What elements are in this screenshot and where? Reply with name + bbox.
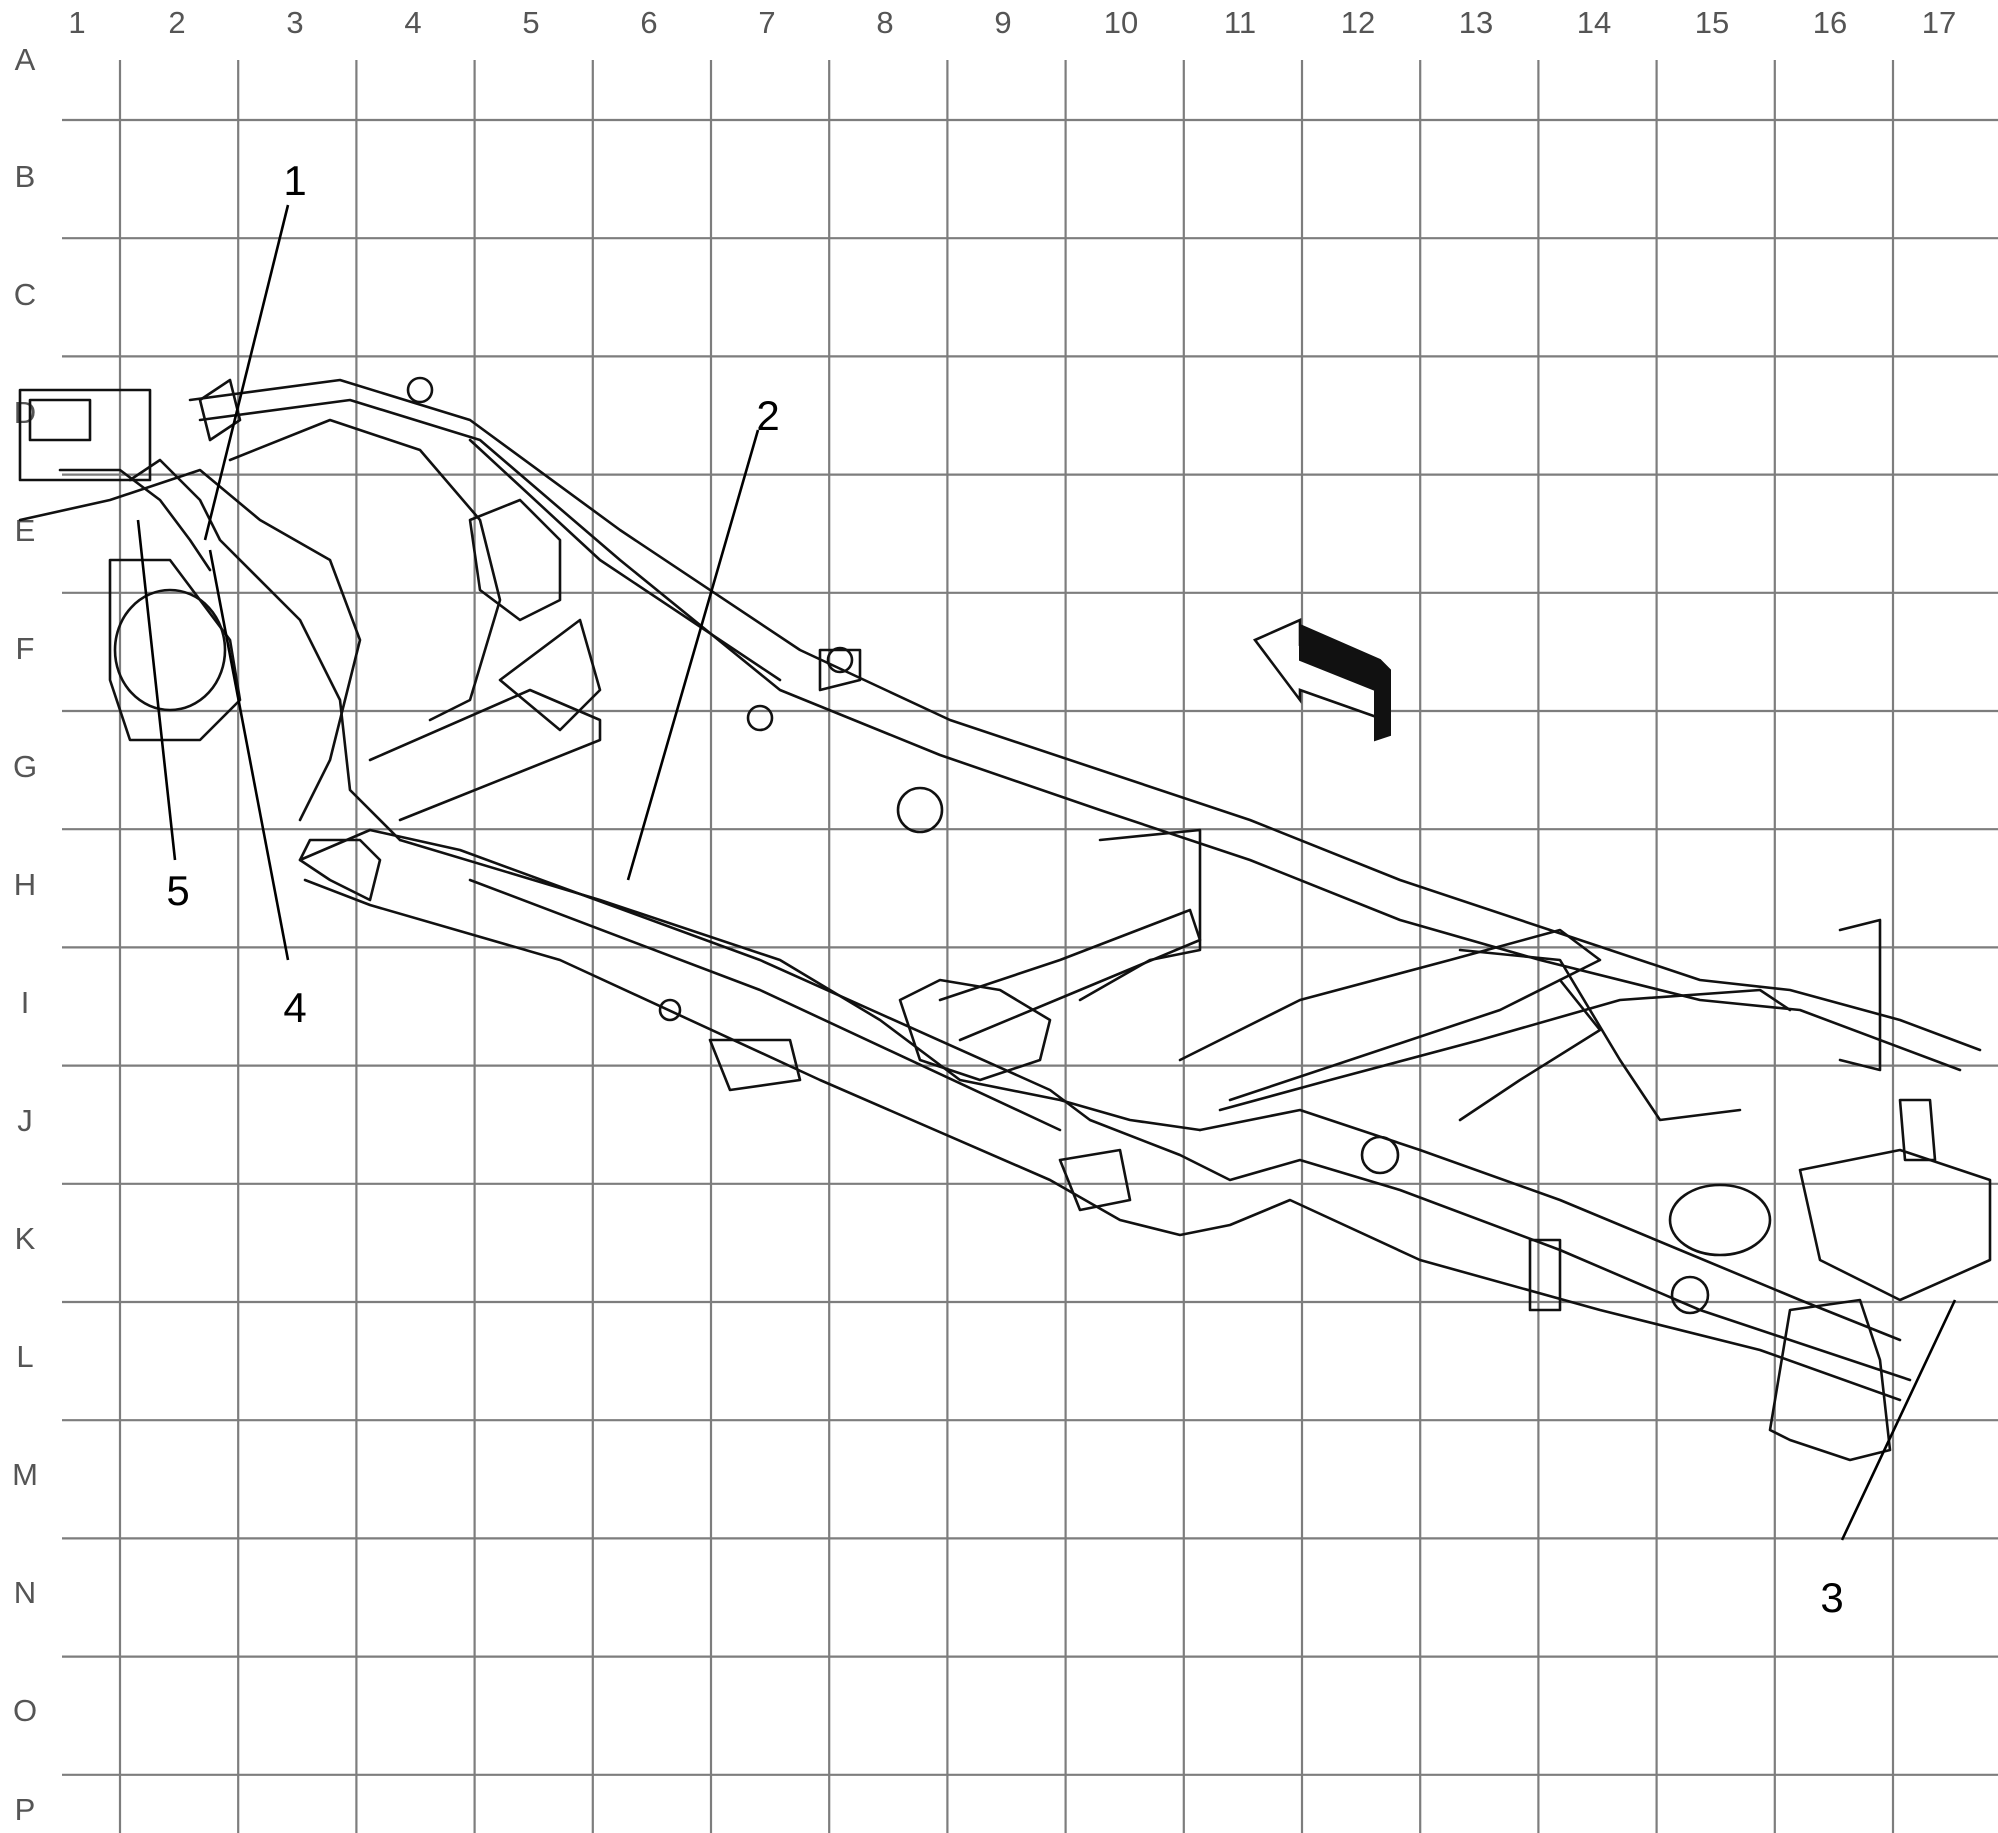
right-frame-rail-lower (198, 398, 1962, 1072)
callout-2: 2 (756, 392, 779, 439)
fuse-block-detail (28, 398, 92, 442)
callout-5: 5 (166, 867, 189, 914)
callouts: 1 2 3 4 5 (166, 157, 1843, 1621)
frame-hole (1670, 1275, 1710, 1315)
rear-wheel-hub (1668, 1183, 1772, 1257)
grid-column-label: 4 (404, 5, 421, 40)
grid-column-label: 12 (1341, 5, 1375, 40)
callout-3-leader (1840, 1299, 1957, 1541)
front-direction-arrow-icon (1252, 617, 1391, 742)
frame-hole (658, 998, 682, 1022)
callout-4-leader (208, 549, 290, 961)
front-harness (58, 468, 212, 572)
transmission-crossmember (938, 908, 1202, 1042)
grid-row-label: J (17, 1103, 33, 1138)
engine-mount-right (498, 618, 602, 732)
grid-row-label: F (16, 631, 35, 666)
frame-hole (406, 376, 434, 404)
grid-column-label: 3 (286, 5, 303, 40)
grid-row-label: I (21, 985, 30, 1020)
grid-row-label: M (12, 1457, 38, 1492)
engine-mount-left (468, 498, 562, 622)
grid-row-label: P (15, 1792, 36, 1827)
grid-row-label: N (14, 1575, 36, 1610)
callout-2-leader (626, 429, 760, 881)
rear-crossmember-a (1178, 928, 1602, 1102)
grid-column-label: 9 (994, 5, 1011, 40)
frame-hole (1360, 1135, 1400, 1175)
left-frame-rail (298, 828, 1912, 1382)
right-frame-rail (188, 378, 1982, 1052)
rear-shock-left (1528, 1238, 1562, 1312)
front-frame-horn-left (298, 838, 382, 902)
grid-column-labels: 1 2 3 4 5 6 7 8 9 10 11 12 13 14 15 16 1… (68, 5, 1956, 40)
grid-column-label: 1 (68, 5, 85, 40)
grid-column-label: 17 (1922, 5, 1956, 40)
frame-hole (896, 786, 944, 834)
grid-column-label: 16 (1813, 5, 1847, 40)
callout-1: 1 (283, 157, 306, 204)
grid-row-label: C (14, 277, 36, 312)
callout-leaders (136, 204, 1957, 1541)
grid-column-label: 7 (758, 5, 775, 40)
grid-row-label: E (15, 513, 36, 548)
grid-row-label: A (15, 42, 36, 77)
grid-row-label: B (15, 159, 36, 194)
underhood-fuse-block (18, 388, 152, 482)
grid-column-label: 11 (1224, 5, 1256, 40)
rear-crossmember-b (1218, 988, 1792, 1112)
transmission-mount (1078, 828, 1202, 1002)
front-wheel-hub (113, 588, 227, 712)
brake-line-rear (1198, 1108, 1902, 1342)
grid-column-label: 8 (876, 5, 893, 40)
callout-5-leader (136, 519, 177, 861)
right-rail-web (468, 438, 782, 682)
body-mount-pad (708, 1038, 802, 1092)
grid-column-label: 14 (1577, 5, 1611, 40)
rear-x-brace-2 (1458, 978, 1602, 1122)
rear-bumper-bracket (1838, 918, 1882, 1072)
front-frame-horn-right (198, 378, 242, 442)
rear-shock-right (1898, 1098, 1937, 1162)
brake-line-mid (398, 838, 1202, 1132)
grid-row-labels: A B C D E F G H I J K L M N O P (12, 42, 38, 1827)
grid-row-label: K (15, 1221, 36, 1256)
fuel-line-loop (898, 978, 1052, 1082)
callout-3: 3 (1820, 1574, 1843, 1621)
grid-column-label: 10 (1104, 5, 1138, 40)
grid-row-label: O (13, 1693, 37, 1728)
grid-column-label: 2 (168, 5, 185, 40)
left-frame-rail-lower (303, 878, 1902, 1402)
reference-grid (62, 60, 1998, 1833)
rear-axle-housing (1798, 1148, 1992, 1302)
front-upper-cross (228, 418, 502, 722)
grid-row-label: L (16, 1339, 33, 1374)
grid-column-label: 5 (522, 5, 539, 40)
body-mount-pad (818, 648, 862, 692)
front-crossmember (18, 468, 362, 822)
grid-row-label: H (14, 867, 36, 902)
grid-row-label: G (13, 749, 37, 784)
brake-line-front (128, 458, 402, 842)
frame-hole (746, 704, 774, 732)
callout-4: 4 (283, 984, 306, 1031)
grid-column-label: 13 (1459, 5, 1493, 40)
chassis-frame-illustration (18, 376, 1992, 1462)
rear-spring-hanger (1768, 1298, 1892, 1462)
body-mount-pad (1058, 1148, 1132, 1212)
callout-1-leader (203, 204, 290, 541)
front-suspension-arm (108, 558, 242, 742)
grid-column-label: 15 (1695, 5, 1729, 40)
rear-x-brace (1458, 948, 1742, 1122)
grid-column-label: 6 (640, 5, 657, 40)
mid-crossmember (368, 688, 602, 822)
left-rail-web (468, 878, 1062, 1132)
frame-hole (826, 646, 854, 674)
